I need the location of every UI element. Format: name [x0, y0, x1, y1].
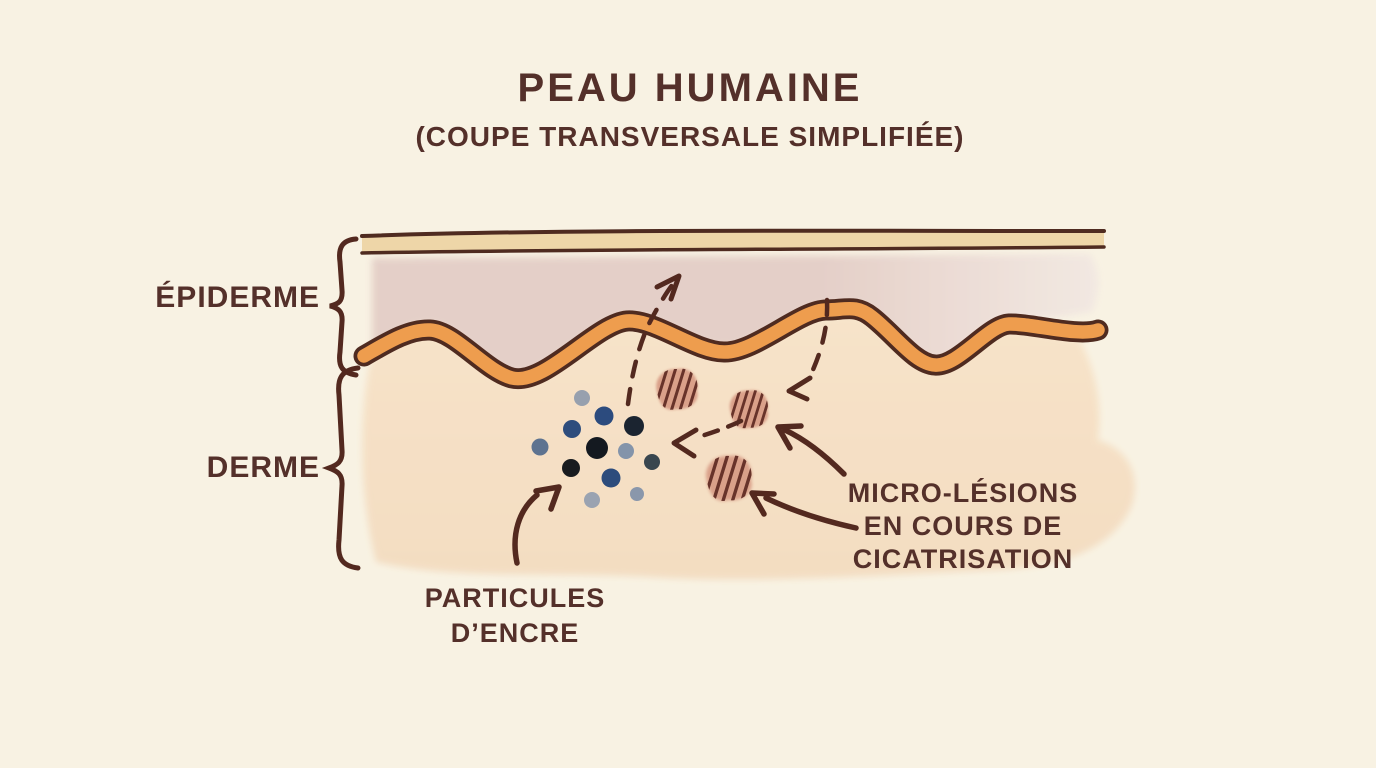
- skin-surface-band: [360, 228, 1106, 255]
- ink-particle-dot: [586, 437, 608, 459]
- ink-particle-dot: [630, 487, 644, 501]
- ink-dots-group: [531, 390, 660, 508]
- page-title: PEAU HUMAINE: [517, 66, 863, 110]
- ink-rejection-dashed-arrow: [625, 273, 682, 407]
- ink-particle-dot: [601, 468, 621, 488]
- micro-lesions-label: MICRO-LÉSIONS EN COURS DE CICATRISATION: [847, 478, 1079, 574]
- page-subtitle: (COUPE TRANSVERSALE SIMPLIFIÉE): [415, 121, 965, 152]
- ink-particle-dot: [594, 406, 614, 426]
- dermis-layer-wash: [362, 315, 1135, 580]
- dermis-label: DERME: [206, 451, 320, 484]
- micro-lesion-pointer-arrow-lower: [749, 490, 859, 531]
- lesion-migration-dashed-arrow: [786, 297, 830, 402]
- ink-particle-dot: [624, 416, 644, 436]
- dermo-epidermal-junction: [353, 298, 1109, 390]
- ink-particle-dot: [531, 438, 549, 456]
- ink-particle-dot: [562, 459, 580, 477]
- ink-particle-dot: [574, 390, 590, 406]
- ink-particle-dot: [584, 492, 600, 508]
- epidermis-brace: [329, 236, 359, 378]
- lesion-to-ink-dashed-arrow: [671, 418, 744, 459]
- micro-lesion: [706, 455, 752, 501]
- ink-particle-dot: [618, 443, 634, 459]
- ink-particle-dot: [563, 420, 581, 438]
- ink-particles-pointer-arrow: [512, 484, 562, 566]
- epidermis-label: ÉPIDERME: [155, 281, 320, 314]
- dermis-brace: [321, 365, 361, 571]
- micro-lesion-pointer-arrow-upper: [775, 423, 847, 477]
- ink-particle-dot: [644, 454, 660, 470]
- ink-particles-label: PARTICULES D’ENCRE: [424, 583, 606, 648]
- micro-lesion: [656, 368, 698, 410]
- epidermis-layer-wash: [372, 254, 1099, 374]
